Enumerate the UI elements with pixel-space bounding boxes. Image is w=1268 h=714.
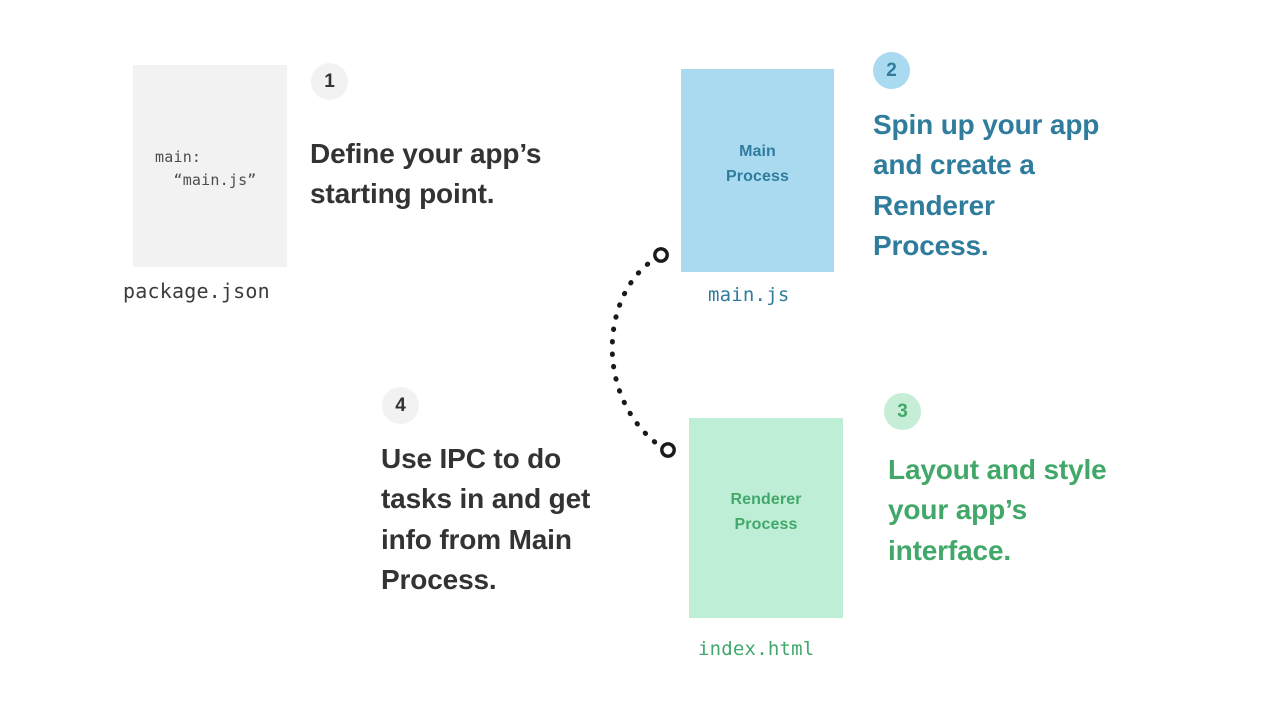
step-heading-1: Define your app’s starting point. <box>310 138 542 210</box>
main-process-label: Main Process <box>726 142 789 185</box>
step-badge-1-number: 1 <box>324 70 335 92</box>
step-badge-4: 4 <box>382 387 419 424</box>
ipc-connector-path <box>609 254 667 452</box>
step-badge-2-number: 2 <box>886 59 897 81</box>
renderer-process-label: Renderer Process <box>730 491 802 533</box>
main-process-box: Main Process <box>681 69 834 272</box>
renderer-process-caption: index.html <box>698 638 815 660</box>
ipc-connector-endpoint-bottom <box>660 442 676 458</box>
step-badge-3-number: 3 <box>897 400 908 422</box>
package-json-caption: package.json <box>123 279 270 303</box>
step-badge-3: 3 <box>884 393 921 430</box>
step-heading-4: Use IPC to do tasks in and get info from… <box>381 443 591 595</box>
package-json-code: main: “main.js” <box>155 148 257 189</box>
step-heading-2: Spin up your app and create a Renderer P… <box>873 109 1100 261</box>
main-process-caption: main.js <box>708 284 790 306</box>
ipc-connector-endpoint-top <box>653 247 669 263</box>
step-badge-4-number: 4 <box>395 394 406 416</box>
package-json-card <box>133 65 287 267</box>
step-badge-1: 1 <box>311 63 348 100</box>
renderer-process-box: Renderer Process <box>689 418 843 618</box>
step-heading-3: Layout and style your app’s interface. <box>888 454 1107 566</box>
step-badge-2: 2 <box>873 52 910 89</box>
